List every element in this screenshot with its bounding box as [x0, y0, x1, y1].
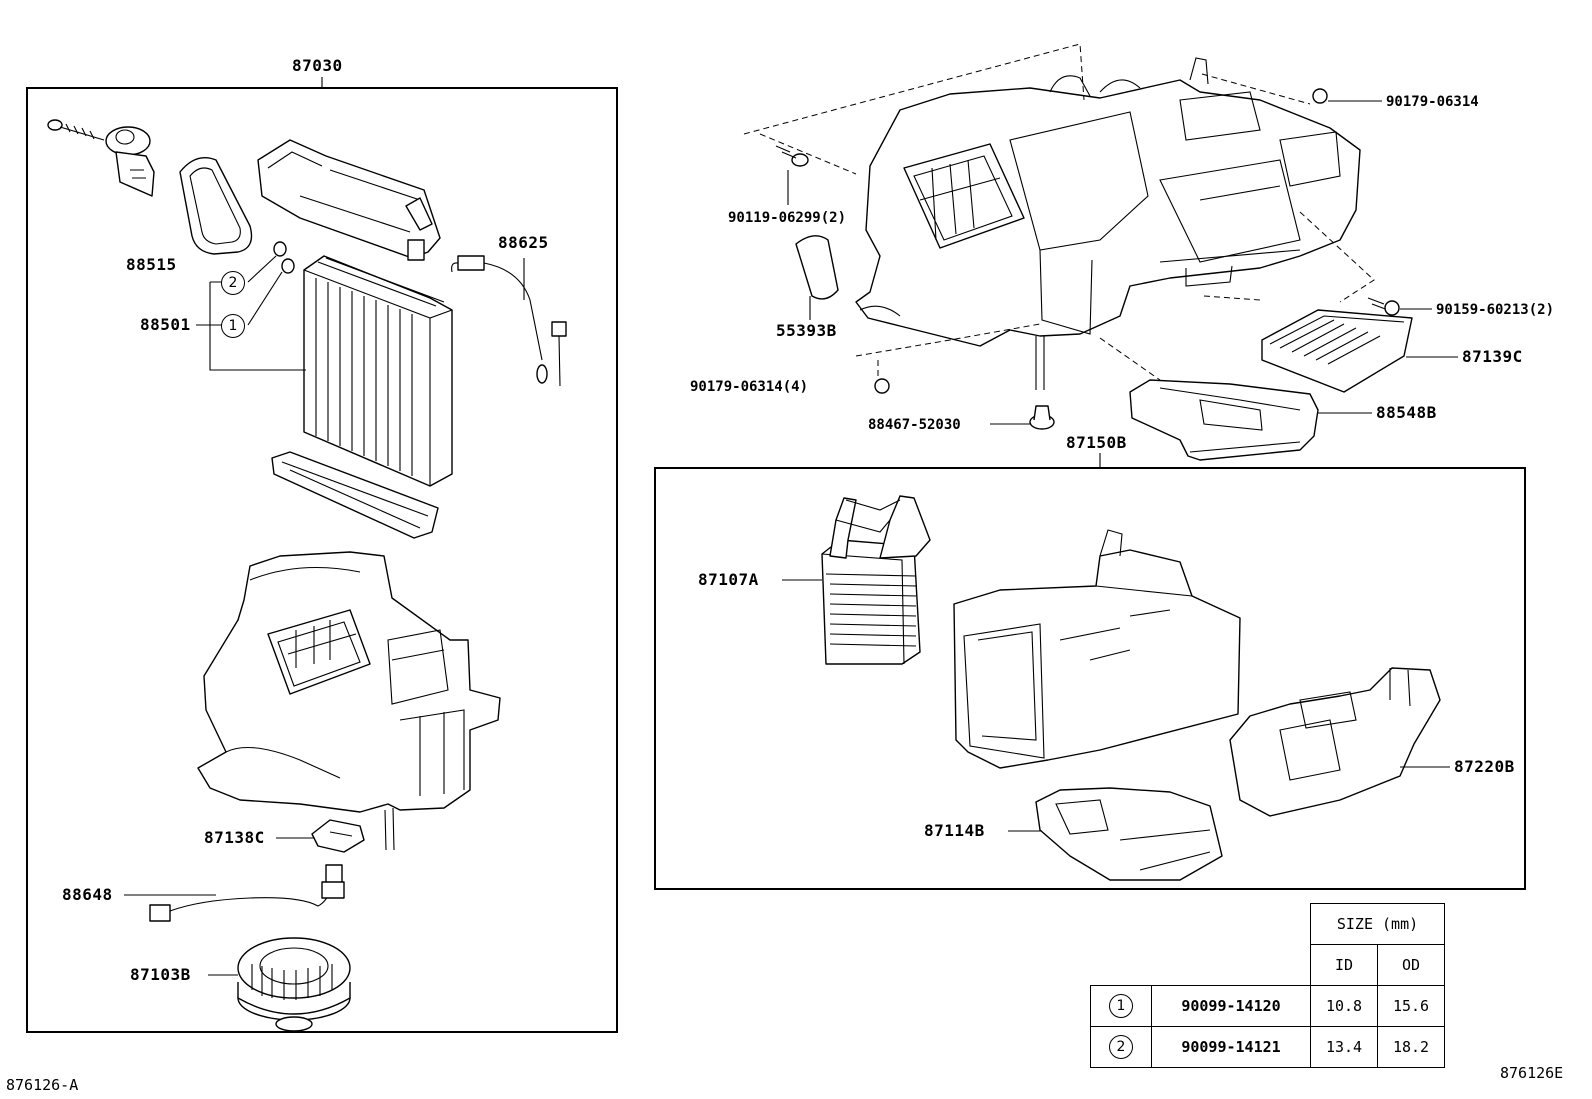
diagram-code-left: 876126-A — [6, 1076, 79, 1094]
callout-87114B: 87114B — [924, 821, 985, 840]
callout-55393B: 55393B — [776, 321, 837, 340]
o-ring-2 — [273, 241, 287, 257]
gasket-part — [179, 157, 253, 255]
callout-88548B: 88548B — [1376, 403, 1437, 422]
callout-90159-60213: 90159-60213(2) — [1436, 302, 1555, 318]
row-od-value: 15.6 — [1377, 985, 1445, 1027]
size-table-col-id: ID — [1310, 944, 1378, 986]
screw-90119-06299 — [775, 145, 809, 205]
callout-88501: 88501 — [140, 315, 191, 334]
evaporator-core-part-88501 — [303, 255, 453, 487]
assembly-label-87030: 87030 — [292, 56, 343, 75]
callout-87103B: 87103B — [130, 965, 191, 984]
cabin-filter-87139C — [1261, 309, 1458, 393]
callout-87138C: 87138C — [204, 828, 265, 847]
assembly-label-87150B: 87150B — [1066, 433, 1127, 452]
row-part-number: 90099-14121 — [1151, 1026, 1311, 1068]
left-assembly-frame — [26, 77, 618, 1033]
callout-90179-06314: 90179-06314 — [1386, 94, 1479, 110]
valve-housing-part — [257, 139, 441, 261]
o-ring-1 — [281, 258, 295, 274]
bolt-90179-06314 — [1312, 88, 1382, 104]
size-table-row: 2 90099-14121 13.4 18.2 — [1090, 1026, 1445, 1068]
heater-case-part — [953, 529, 1241, 769]
blower-case-part — [197, 551, 501, 851]
callout-87139C: 87139C — [1462, 347, 1523, 366]
filter-tray-part — [271, 451, 439, 539]
callout-90179-06314-4: 90179-06314(4) — [690, 379, 809, 395]
mode-case-87220B — [1229, 667, 1450, 817]
callout-88515: 88515 — [126, 255, 177, 274]
row-marker-2: 2 — [1109, 1035, 1133, 1059]
blower-motor-part-87103B — [237, 937, 351, 1032]
size-table-row: 1 90099-14120 10.8 15.6 — [1090, 985, 1445, 1027]
bolt-90179-06314-4 — [874, 378, 890, 394]
size-table-col-od: OD — [1377, 944, 1445, 986]
main-heater-unit-part — [855, 57, 1361, 390]
seal-pad-55393B — [795, 235, 839, 320]
marker-1: 1 — [221, 314, 245, 338]
thermistor-part-88515 — [105, 126, 155, 197]
right-assembly-frame — [654, 453, 1526, 890]
duct-87114B — [1008, 787, 1223, 881]
diagram-code-right: 876126E — [1500, 1064, 1564, 1082]
wire-harness-part-88648 — [149, 864, 345, 922]
callout-88467-52030: 88467-52030 — [868, 417, 961, 433]
grommet-88467-52030 — [990, 405, 1055, 430]
screw-part — [47, 119, 105, 141]
callout-87107A: 87107A — [698, 570, 759, 589]
callout-88625: 88625 — [498, 233, 549, 252]
resistor-part-87138C — [311, 819, 365, 853]
callout-90119-06299: 90119-06299(2) — [728, 210, 847, 226]
size-table: SIZE (mm) ID OD 1 90099-14120 10.8 15.6 … — [1090, 903, 1445, 1068]
row-marker-1: 1 — [1109, 994, 1133, 1018]
heater-core-87107A — [782, 495, 931, 665]
row-id-value: 10.8 — [1310, 985, 1378, 1027]
callout-87220B: 87220B — [1454, 757, 1515, 776]
screw-90159-60213 — [1367, 297, 1432, 316]
row-id-value: 13.4 — [1310, 1026, 1378, 1068]
wire-harness-part-88625 — [451, 255, 567, 387]
callout-88648: 88648 — [62, 885, 113, 904]
marker-2: 2 — [221, 271, 245, 295]
row-od-value: 18.2 — [1377, 1026, 1445, 1068]
size-table-title: SIZE (mm) — [1310, 903, 1445, 945]
row-part-number: 90099-14120 — [1151, 985, 1311, 1027]
filter-case-88548B — [1129, 379, 1372, 461]
